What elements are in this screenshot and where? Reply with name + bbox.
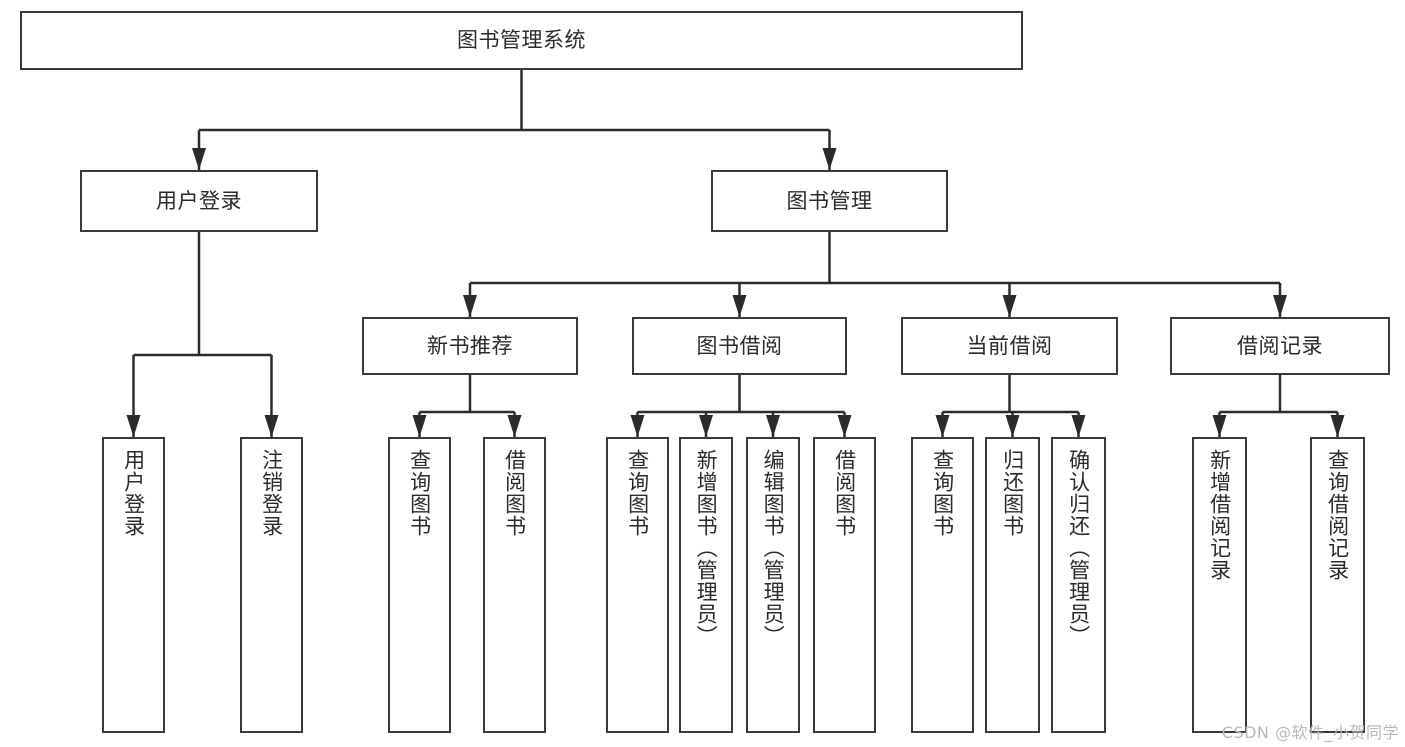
node-label: 借阅记录 — [1237, 333, 1323, 358]
node-root[interactable]: 图书管理系统 — [20, 11, 1023, 70]
node-borrow[interactable]: 图书借阅 — [632, 317, 847, 375]
node-leaf10[interactable]: 归还图书 — [985, 437, 1040, 733]
node-leaf13[interactable]: 查询借阅记录 — [1310, 437, 1365, 733]
node-leaf1[interactable]: 用户登录 — [102, 437, 165, 733]
node-leaf11[interactable]: 确认归还（管理员） — [1051, 437, 1106, 733]
arrowhead-icon — [463, 295, 477, 317]
node-leaf5[interactable]: 查询图书 — [606, 437, 669, 733]
arrowhead-icon — [699, 415, 713, 437]
arrowhead-icon — [1212, 415, 1227, 437]
node-label: 确认归还（管理员） — [1066, 449, 1091, 647]
node-label: 借阅图书 — [502, 449, 527, 537]
node-label: 图书管理 — [786, 188, 873, 213]
arrowhead-icon — [126, 415, 141, 437]
watermark-label: CSDN @软件_小贺同学 — [1221, 723, 1399, 742]
node-leaf12[interactable]: 新增借阅记录 — [1192, 437, 1247, 733]
arrowhead-icon — [1071, 415, 1086, 437]
node-leaf4[interactable]: 借阅图书 — [483, 437, 546, 733]
node-label: 查询借阅记录 — [1325, 449, 1350, 581]
node-leaf7[interactable]: 编辑图书（管理员） — [746, 437, 800, 733]
node-leaf9[interactable]: 查询图书 — [911, 437, 974, 733]
arrowhead-icon — [192, 148, 206, 170]
arrowhead-icon — [935, 415, 950, 437]
node-leaf8[interactable]: 借阅图书 — [813, 437, 876, 733]
arrowhead-icon — [507, 415, 522, 437]
node-label: 注销登录 — [259, 449, 284, 537]
node-label: 新书推荐 — [427, 333, 513, 358]
node-label: 归还图书 — [1000, 449, 1025, 537]
node-leaf3[interactable]: 查询图书 — [388, 437, 451, 733]
node-leaf6[interactable]: 新增图书（管理员） — [679, 437, 733, 733]
node-label: 编辑图书（管理员） — [761, 449, 786, 647]
node-leaf2[interactable]: 注销登录 — [240, 437, 303, 733]
arrowhead-icon — [1002, 295, 1017, 317]
node-label: 图书借阅 — [696, 333, 783, 358]
arrowhead-icon — [732, 295, 747, 317]
node-label: 用户登录 — [156, 188, 242, 213]
arrowhead-icon — [1273, 295, 1287, 317]
node-current[interactable]: 当前借阅 — [901, 317, 1118, 375]
node-bookmgmt[interactable]: 图书管理 — [711, 170, 948, 232]
arrowhead-icon — [1005, 415, 1020, 437]
node-label: 借阅图书 — [832, 449, 857, 537]
node-label: 查询图书 — [625, 449, 650, 537]
node-newbook[interactable]: 新书推荐 — [362, 317, 578, 375]
arrowhead-icon — [837, 415, 852, 437]
node-label: 新增图书（管理员） — [694, 449, 719, 647]
arrowhead-icon — [264, 415, 279, 437]
node-label: 新增借阅记录 — [1207, 449, 1232, 581]
arrowhead-icon — [822, 148, 837, 170]
node-label: 用户登录 — [121, 449, 146, 537]
node-label: 查询图书 — [930, 449, 955, 537]
node-records[interactable]: 借阅记录 — [1170, 317, 1390, 375]
node-login[interactable]: 用户登录 — [80, 170, 318, 232]
arrowhead-icon — [766, 415, 780, 437]
arrowhead-icon — [412, 415, 427, 437]
node-label: 查询图书 — [407, 449, 432, 537]
node-label: 当前借阅 — [966, 333, 1053, 358]
arrowhead-icon — [1330, 415, 1345, 437]
node-label: 图书管理系统 — [457, 28, 586, 53]
arrowhead-icon — [630, 415, 645, 437]
